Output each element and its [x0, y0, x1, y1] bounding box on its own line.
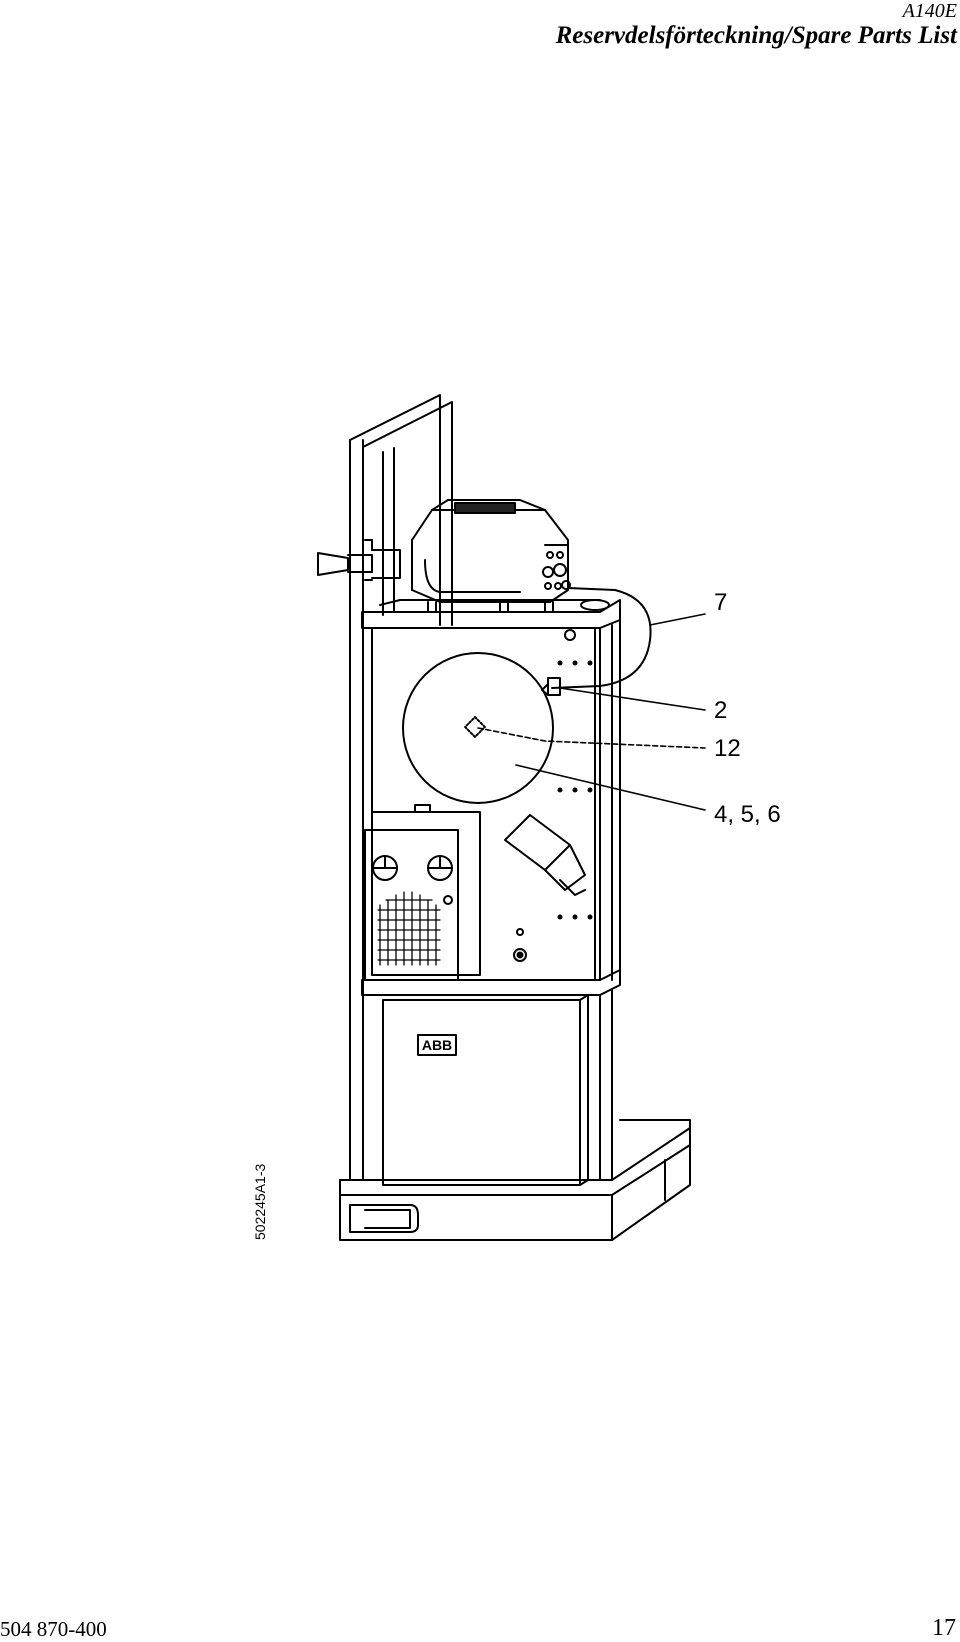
frame-top-rail [349, 394, 453, 626]
torch-holder [317, 552, 349, 576]
frame-inner-post [382, 447, 395, 616]
abb-logo-frame [417, 1034, 457, 1056]
document-number: 504 870-400 [0, 1617, 107, 1641]
power-source-cabinet [382, 999, 581, 1186]
callout-2: 2 [714, 697, 727, 724]
leader-4-5-6 [515, 764, 706, 811]
callout-12: 12 [714, 735, 741, 762]
middle-shelf [361, 969, 621, 996]
wire-spool [402, 652, 554, 804]
callout-4-5-6: 4, 5, 6 [714, 801, 781, 828]
base-pallet [339, 1127, 691, 1241]
leader-2 [559, 687, 706, 711]
wire-feeder-body [411, 509, 569, 603]
model-code: A140E [902, 0, 957, 22]
page-number: 17 [932, 1615, 956, 1641]
frame-rear-post [349, 439, 364, 1181]
document-title: Reservdelsförteckning/Spare Parts List [555, 22, 957, 49]
cabinet-panel [371, 627, 601, 981]
heater-grille [377, 891, 441, 966]
callout-7: 7 [714, 589, 727, 616]
gas-regulator [504, 814, 571, 871]
drawing-id: 502245A1-3 [252, 1163, 268, 1240]
abb-logo: ABB [422, 1037, 452, 1053]
leader-7 [649, 613, 706, 626]
leader-12 [477, 727, 706, 749]
cable-loop [551, 587, 652, 689]
heater-unit [371, 811, 481, 976]
